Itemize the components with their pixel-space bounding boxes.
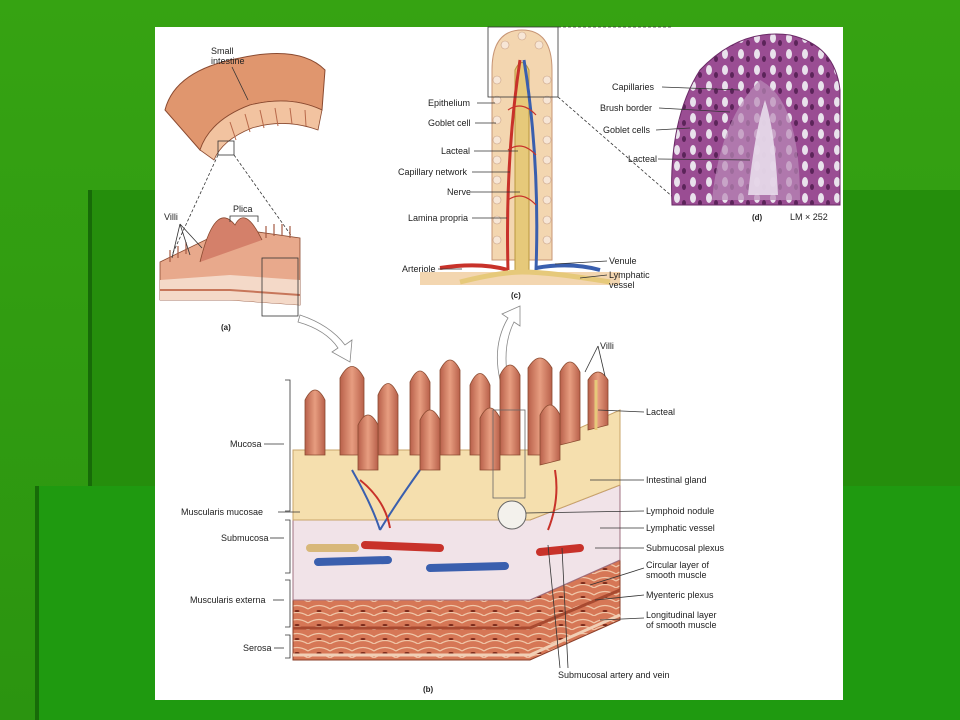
label-panel-c: (c) [511, 291, 521, 300]
label-mucosa: Mucosa [230, 439, 262, 449]
label-capillary-network: Capillary network [398, 167, 468, 177]
label-magnification: LM × 252 [790, 212, 828, 222]
label-panel-b: (b) [423, 685, 434, 694]
zoom-arrow-icon [496, 305, 521, 381]
label-brush-border: Brush border [600, 103, 652, 113]
label-epithelium: Epithelium [428, 98, 470, 108]
label-lacteal-c: Lacteal [441, 146, 470, 156]
label-lacteal-d: Lacteal [628, 154, 657, 164]
label-arteriole: Arteriole [402, 264, 436, 274]
label-circular-layer-1: Circular layer of [646, 560, 710, 570]
label-panel-d: (d) [752, 213, 763, 222]
label-villi-a: Villi [164, 212, 178, 222]
intestinal-wall-block [292, 357, 621, 661]
label-lymphoid-nodule: Lymphoid nodule [646, 506, 714, 516]
histology-micrograph [671, 33, 841, 206]
label-muscularis-externa: Muscularis externa [190, 595, 266, 605]
label-intestinal-gland: Intestinal gland [646, 475, 707, 485]
label-myenteric-plexus: Myenteric plexus [646, 590, 714, 600]
label-venule: Venule [609, 256, 637, 266]
label-longitudinal-layer-2: of smooth muscle [646, 620, 717, 630]
label-longitudinal-layer-1: Longitudinal layer [646, 610, 717, 620]
label-small-intestine-1: Small [211, 46, 234, 56]
label-lymphatic-vessel-c-1: Lymphatic [609, 270, 650, 280]
label-lymphatic-vessel-c-2: vessel [609, 280, 635, 290]
label-circular-layer-2: smooth muscle [646, 570, 707, 580]
background-band-edge [88, 190, 92, 490]
label-submucosa: Submucosa [221, 533, 269, 543]
plica-section-illustration [159, 217, 301, 317]
zoom-arrow-icon [297, 314, 353, 363]
small-intestine-illustration [164, 53, 326, 161]
label-nerve: Nerve [447, 187, 471, 197]
label-submucosal-artery-vein: Submucosal artery and vein [558, 670, 670, 680]
label-lamina-propria: Lamina propria [408, 213, 468, 223]
label-muscularis-mucosae: Muscularis mucosae [181, 507, 263, 517]
label-capillaries: Capillaries [612, 82, 655, 92]
label-lacteal-b: Lacteal [646, 407, 675, 417]
label-goblet-cell: Goblet cell [428, 118, 471, 128]
label-panel-a: (a) [221, 323, 231, 332]
label-serosa: Serosa [243, 643, 272, 653]
background-band-edge [35, 486, 39, 720]
villus-illustration [420, 26, 620, 285]
label-submucosal-plexus: Submucosal plexus [646, 543, 725, 553]
label-small-intestine-2: intestine [211, 56, 245, 66]
label-lymphatic-vessel-b: Lymphatic vessel [646, 523, 715, 533]
label-goblet-cells: Goblet cells [603, 125, 651, 135]
label-plica: Plica [233, 204, 253, 214]
label-villi-b: Villi [600, 341, 614, 351]
